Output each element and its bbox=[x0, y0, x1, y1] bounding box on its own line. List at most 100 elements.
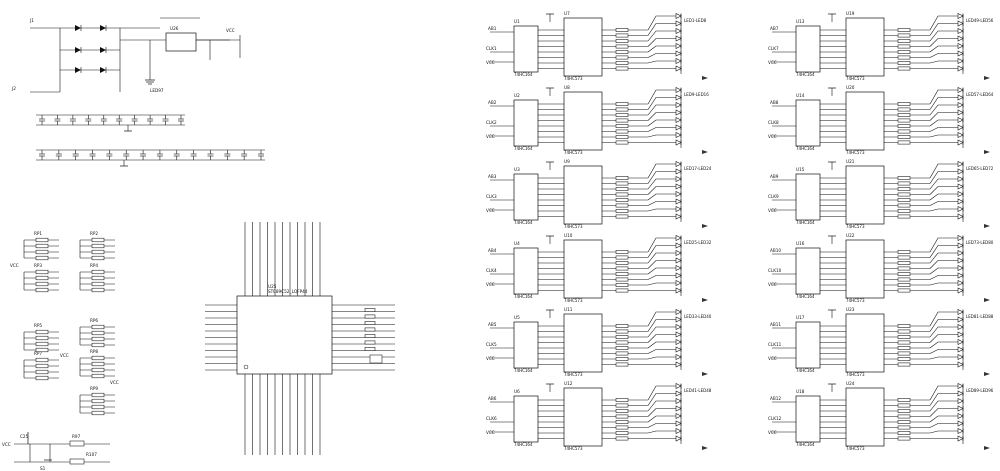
addr-label: AB6 bbox=[488, 396, 497, 401]
led-wire bbox=[929, 30, 958, 42]
latch-chip bbox=[563, 91, 603, 151]
mcu-series-res bbox=[364, 334, 376, 338]
latch-chip bbox=[845, 165, 885, 225]
limit-resistor bbox=[897, 181, 911, 186]
led-symbol bbox=[675, 257, 682, 264]
led-range-label: LED9-LED16 bbox=[684, 92, 709, 97]
led-wire bbox=[647, 15, 676, 31]
shift-register-ref: U5 bbox=[514, 315, 520, 320]
resistor-pack: RP9 bbox=[79, 386, 115, 416]
rp-vcc-label: VCC bbox=[60, 353, 69, 358]
limit-resistor bbox=[615, 192, 629, 197]
led-symbol bbox=[675, 235, 682, 241]
led-range-label: LED17-LED24 bbox=[684, 166, 712, 171]
led-driver-banks: U174HC164U774HC573AB1CLK1VCCLED1-LED8U27… bbox=[486, 11, 994, 451]
led-wire bbox=[647, 237, 676, 253]
mcu-body bbox=[236, 295, 333, 375]
latch-part: 74HC573 bbox=[564, 298, 583, 303]
microcontroller: U25 STC89C52_LQFP44 bbox=[205, 222, 395, 455]
led-wire bbox=[929, 112, 958, 121]
clk-label: CLK6 bbox=[486, 416, 497, 421]
led-wire bbox=[929, 171, 958, 184]
latch-part: 74HC573 bbox=[564, 76, 583, 81]
led-symbol bbox=[957, 168, 964, 175]
limit-resistor bbox=[897, 55, 911, 60]
led-symbol bbox=[675, 250, 682, 256]
limit-resistor bbox=[615, 288, 629, 293]
limit-resistor bbox=[897, 346, 911, 350]
led-wire bbox=[929, 349, 958, 354]
limit-resistor bbox=[615, 214, 629, 219]
res-r107-label: R107 bbox=[86, 452, 97, 457]
regulator-chip bbox=[165, 32, 197, 52]
resistor-pack: RP3 bbox=[23, 263, 59, 293]
led-symbol bbox=[957, 20, 964, 27]
limit-resistor bbox=[615, 181, 629, 186]
limit-resistor bbox=[615, 39, 629, 43]
shift-register-ref: U13 bbox=[796, 19, 805, 24]
led-symbol bbox=[675, 383, 682, 389]
led-symbol bbox=[957, 191, 964, 197]
shift-register-ref: U4 bbox=[514, 241, 520, 246]
shift-register-ref: U14 bbox=[796, 93, 805, 98]
mcu-series-res bbox=[364, 308, 376, 312]
latch-ref: U22 bbox=[846, 233, 855, 238]
limit-resistor bbox=[897, 187, 911, 191]
shift-register-chip bbox=[513, 321, 539, 369]
diode-symbol bbox=[75, 25, 81, 31]
led-symbol bbox=[957, 65, 964, 72]
led-wire bbox=[647, 23, 676, 36]
led-symbol bbox=[957, 272, 964, 279]
limit-resistor bbox=[615, 55, 629, 60]
addr-label: AB9 bbox=[770, 174, 779, 179]
addr-label: AB4 bbox=[488, 248, 497, 253]
rp-resistor bbox=[35, 287, 49, 293]
rp-label: RP6 bbox=[90, 318, 98, 323]
led-wire bbox=[647, 311, 676, 327]
bank-arrow bbox=[984, 372, 990, 376]
latch-part: 74HC573 bbox=[846, 298, 865, 303]
led-symbol bbox=[957, 102, 964, 108]
led-wire bbox=[647, 282, 676, 286]
limit-resistor bbox=[615, 187, 629, 191]
led-symbol bbox=[957, 339, 964, 345]
led-symbol bbox=[957, 405, 964, 412]
limit-resistor bbox=[897, 118, 911, 123]
led-wire bbox=[647, 119, 676, 127]
diode-symbol bbox=[75, 67, 81, 73]
diode-symbol bbox=[100, 25, 106, 31]
limit-resistor bbox=[897, 272, 911, 276]
limit-resistor bbox=[615, 266, 629, 271]
led-symbol bbox=[957, 235, 964, 241]
led-wire bbox=[929, 119, 958, 127]
shift-register-part: 74HC164 bbox=[796, 146, 815, 151]
limit-resistor bbox=[897, 324, 911, 328]
led-symbol bbox=[675, 132, 682, 138]
rp-vcc-label: VCC bbox=[10, 263, 19, 268]
led-symbol bbox=[675, 65, 682, 72]
led-symbol bbox=[675, 316, 682, 323]
shift-register-ref: U6 bbox=[514, 389, 520, 394]
clk-label: CLK1 bbox=[486, 46, 497, 51]
limit-resistor bbox=[897, 250, 911, 254]
vcc-label: VCC bbox=[486, 356, 495, 361]
limit-resistor bbox=[897, 340, 911, 345]
vcc-label: VCC bbox=[486, 208, 495, 213]
limit-resistor bbox=[615, 335, 629, 339]
latch-part: 74HC573 bbox=[564, 224, 583, 229]
shift-register-chip bbox=[513, 99, 539, 147]
clk-label: CLK3 bbox=[486, 194, 497, 199]
limit-resistor bbox=[615, 203, 629, 208]
led-symbol bbox=[675, 13, 682, 19]
led-wire bbox=[929, 385, 958, 401]
led-symbol bbox=[957, 28, 964, 34]
limit-resistor bbox=[615, 436, 629, 441]
led-symbol bbox=[675, 124, 682, 131]
mcu-series-res bbox=[364, 321, 376, 325]
bank-arrow bbox=[702, 298, 708, 302]
shift-register-part: 74HC164 bbox=[514, 368, 533, 373]
bank-arrow bbox=[702, 224, 708, 228]
